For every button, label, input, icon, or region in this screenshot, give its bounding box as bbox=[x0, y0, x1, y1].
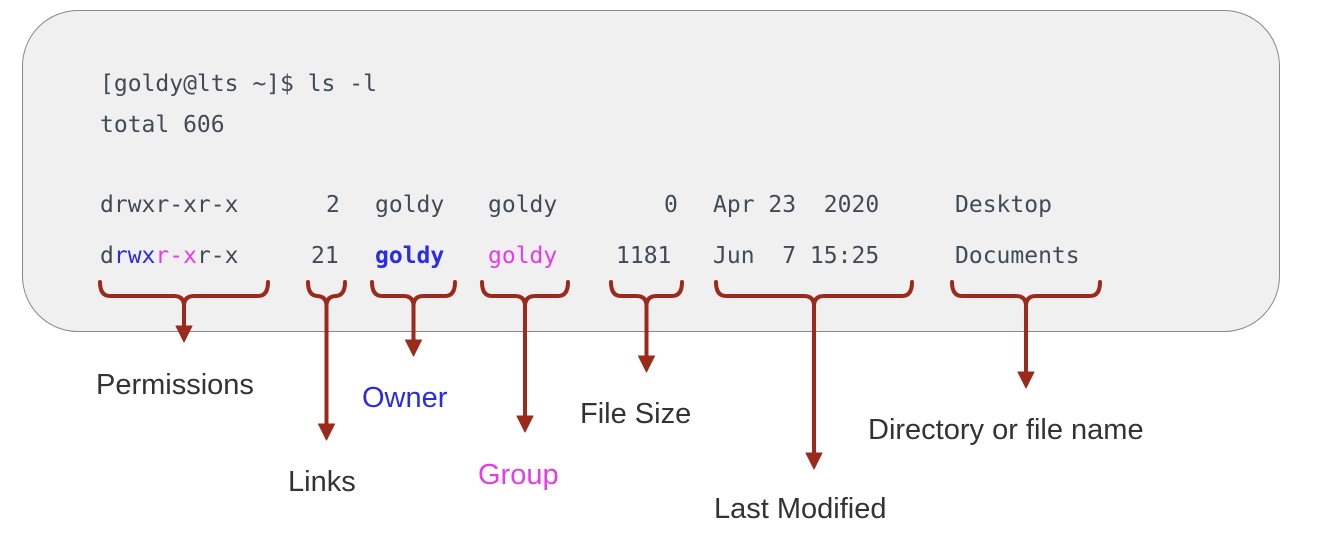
row1-name: Desktop bbox=[955, 192, 1052, 218]
row1-modified: Apr 23 2020 bbox=[713, 192, 880, 218]
permissions-arrow-head bbox=[175, 325, 193, 343]
links-brace bbox=[306, 280, 347, 308]
label-links: Links bbox=[288, 466, 356, 498]
modified-arrow-head bbox=[805, 452, 823, 470]
label-group: Group bbox=[478, 459, 559, 491]
row1-size: 0 bbox=[664, 192, 678, 218]
row1-owner: goldy bbox=[375, 192, 445, 218]
group-arrow-head bbox=[516, 415, 534, 433]
terminal-window bbox=[22, 10, 1280, 332]
size-brace bbox=[609, 280, 684, 308]
row1-links: 2 bbox=[326, 192, 340, 218]
owner-brace bbox=[370, 280, 457, 308]
name-arrow-head bbox=[1017, 371, 1035, 389]
row1-group: goldy bbox=[488, 192, 558, 218]
links-arrow-head bbox=[318, 423, 335, 441]
row2-links: 21 bbox=[311, 243, 339, 269]
row2-permissions: drwxr-xr-x bbox=[100, 243, 239, 269]
total-line: total 606 bbox=[100, 112, 225, 138]
row2-group: goldy bbox=[488, 243, 558, 269]
row2-size: 1181 bbox=[616, 243, 672, 269]
name-brace bbox=[950, 280, 1102, 308]
label-file-size: File Size bbox=[580, 398, 692, 430]
group-brace bbox=[480, 280, 570, 308]
size-arrow-head bbox=[638, 355, 655, 373]
label-owner: Owner bbox=[362, 382, 448, 414]
owner-arrow-head bbox=[405, 339, 422, 357]
label-permissions: Permissions bbox=[96, 369, 254, 401]
label-last-modified: Last Modified bbox=[714, 493, 887, 525]
label-directory-or-file-name: Directory or file name bbox=[868, 414, 1144, 446]
prompt-line: [goldy@lts ~]$ ls -l bbox=[100, 71, 377, 97]
permissions-brace bbox=[98, 280, 270, 308]
modified-brace bbox=[714, 280, 914, 308]
row2-owner: goldy bbox=[375, 243, 445, 269]
row2-modified: Jun 7 15:25 bbox=[713, 243, 880, 269]
row1-permissions: drwxr-xr-x bbox=[100, 192, 239, 218]
row2-name: Documents bbox=[955, 243, 1080, 269]
